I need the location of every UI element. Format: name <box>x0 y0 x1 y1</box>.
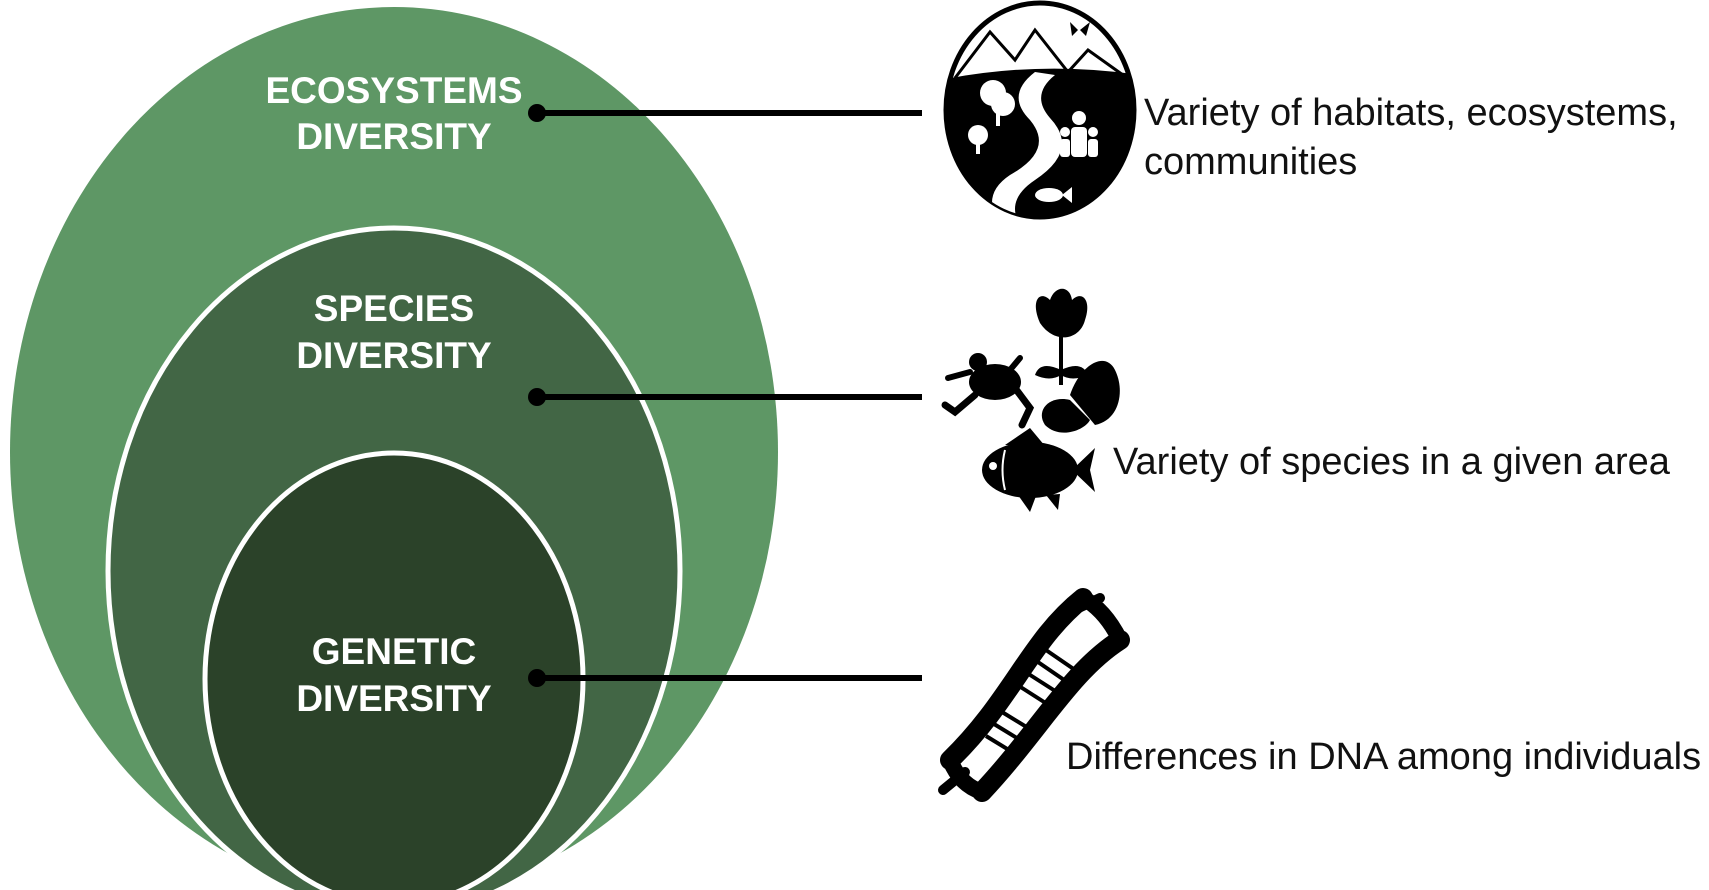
genetic-title-line2: DIVERSITY <box>296 678 492 719</box>
landscape-icon <box>943 0 1137 220</box>
ecosystems-connector <box>528 104 922 122</box>
species-title-line1: SPECIES <box>314 288 474 329</box>
species-icon <box>941 288 1120 512</box>
genetic-title-line1: GENETIC <box>312 631 476 672</box>
genetic-connector <box>528 669 922 687</box>
ecosystems-description-line1: Variety of habitats, ecosystems, <box>1144 92 1678 134</box>
ecosystems-description-line2: communities <box>1144 141 1357 183</box>
dna-icon <box>938 588 1130 802</box>
species-description: Variety of species in a given area <box>1113 441 1671 483</box>
ecosystems-title-line2: DIVERSITY <box>296 116 492 157</box>
ecosystems-title-line1: ECOSYSTEMS <box>266 70 523 111</box>
species-connector <box>528 388 922 406</box>
species-title-line2: DIVERSITY <box>296 335 492 376</box>
genetic-description: Differences in DNA among individuals <box>1066 736 1701 778</box>
